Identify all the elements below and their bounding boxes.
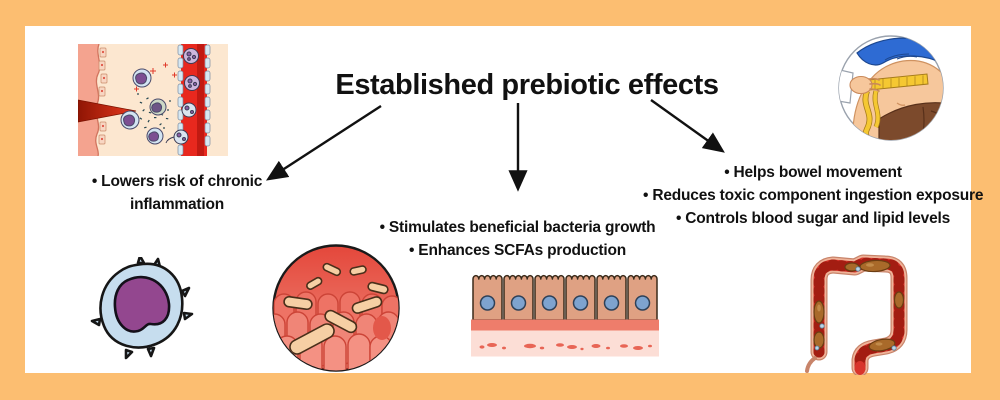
colon-illustration	[795, 240, 925, 375]
waist-measurement-illustration	[827, 33, 955, 143]
branch-left-text: • Lowers risk of chronic inflammation	[78, 170, 276, 217]
bullet-item: • Enhances SCFAs production	[408, 242, 627, 260]
bullet-item: • Reduces toxic component ingestion expo…	[643, 186, 984, 204]
intestinal-epithelium-illustration	[468, 262, 663, 362]
page-title: Established prebiotic effects	[335, 69, 719, 102]
bullet-item: • Lowers risk of chronic inflammation	[91, 173, 263, 214]
inflamed-tissue-illustration	[78, 44, 228, 156]
gut-bacteria-illustration	[268, 242, 404, 374]
bullet-item: • Helps bowel movement	[724, 164, 902, 181]
branch-middle-text: • Stimulates beneficial bacteria growth …	[370, 216, 665, 263]
immune-cell-illustration	[88, 257, 200, 362]
branch-right-text: • Helps bowel movement • Reduces toxic c…	[643, 162, 983, 230]
bullet-item: • Stimulates beneficial bacteria growth	[379, 219, 656, 236]
bullet-item: • Controls blood sugar and lipid levels	[675, 209, 951, 227]
